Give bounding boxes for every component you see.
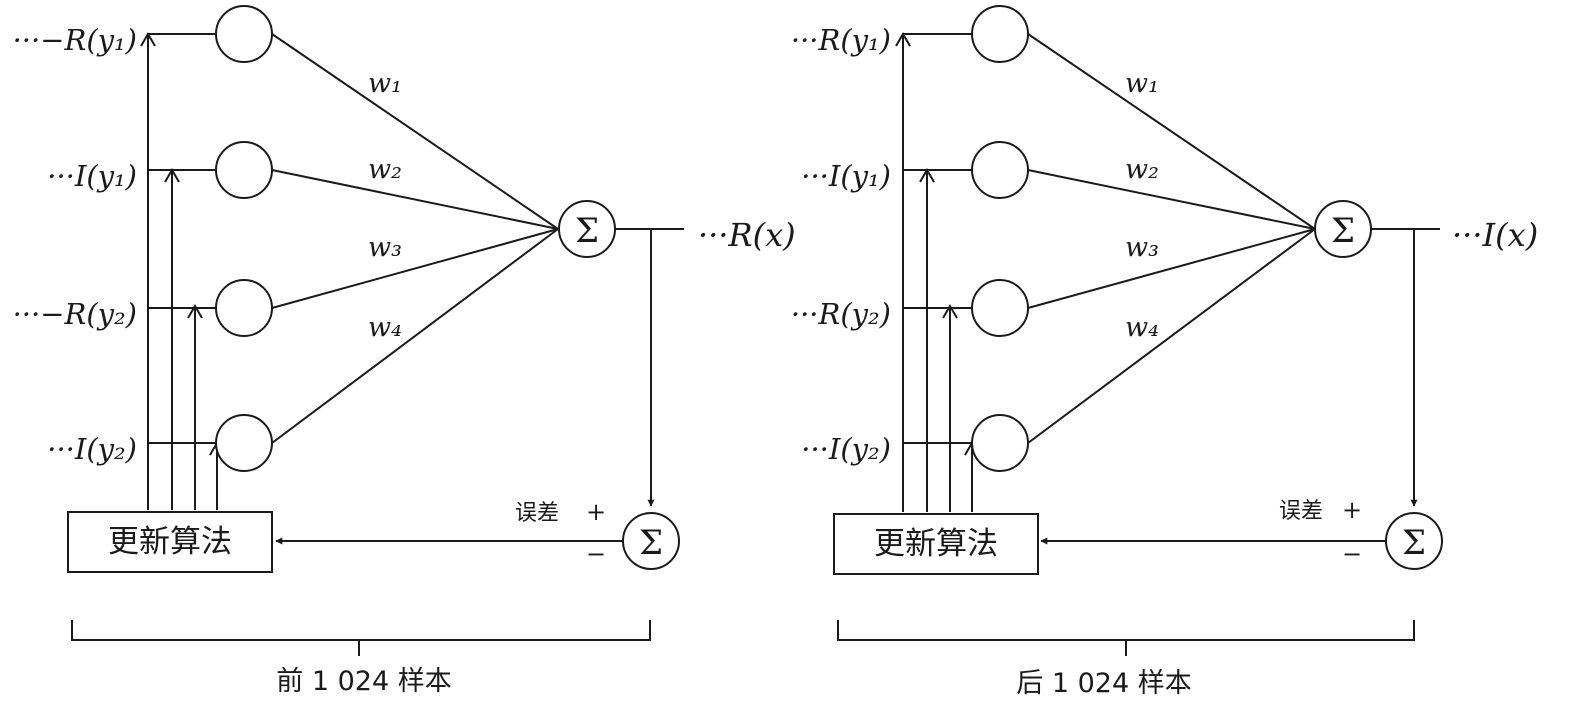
minus-sign: − xyxy=(586,540,606,568)
sum-node-symbol: Σ xyxy=(1331,211,1355,251)
weight-line-2 xyxy=(271,169,559,230)
input-label-4: ···I(y₂) xyxy=(47,432,137,466)
plus-sign: + xyxy=(586,498,606,526)
error-sum-symbol: Σ xyxy=(639,523,663,563)
bottom-brace xyxy=(71,620,651,656)
input-label-2: ···I(y₁) xyxy=(801,159,891,193)
weight-label-4: w₄ xyxy=(1125,312,1159,343)
update-algorithm-label: 更新算法 xyxy=(108,524,232,560)
input-node-2 xyxy=(215,141,273,199)
error-label: 误差 xyxy=(1279,499,1323,524)
output-label: ···R(x) xyxy=(698,216,796,254)
weight-line-3 xyxy=(271,228,559,309)
weight-line-4 xyxy=(271,228,559,444)
input-label-3: ···R(y₂) xyxy=(791,297,891,331)
error-label: 误差 xyxy=(515,501,559,526)
weight-label-1: w₁ xyxy=(1125,68,1159,99)
input-node-3 xyxy=(971,279,1029,337)
update-algorithm-box xyxy=(833,513,1039,575)
weight-label-2: w₂ xyxy=(1125,154,1159,185)
panel-caption: 后 1 024 样本 xyxy=(1016,668,1191,699)
panel-left: Σ ···R(x) Σ 误差 + − 更新算法 ···−R(y₁) ···I(y… xyxy=(13,5,796,697)
weight-line-2 xyxy=(1027,169,1316,230)
weight-line-1 xyxy=(1027,33,1316,230)
weight-line-1 xyxy=(271,33,559,230)
weight-label-1: w₁ xyxy=(368,68,402,99)
panel-caption: 前 1 024 样本 xyxy=(276,666,451,697)
feedback-arrow-3 xyxy=(187,304,203,319)
weight-label-3: w₃ xyxy=(368,232,402,263)
input-label-4: ···I(y₂) xyxy=(801,432,891,466)
input-label-2: ···I(y₁) xyxy=(47,159,137,193)
weight-label-3: w₃ xyxy=(1125,232,1159,263)
plus-sign: + xyxy=(1342,496,1362,524)
weight-line-4 xyxy=(1027,228,1316,444)
input-node-3 xyxy=(215,279,273,337)
input-node-4 xyxy=(971,414,1029,472)
update-algorithm-box xyxy=(67,511,273,573)
weight-label-4: w₄ xyxy=(368,312,402,343)
output-label: ···I(x) xyxy=(1452,216,1538,254)
minus-sign: − xyxy=(1342,540,1362,568)
input-label-1: ···R(y₁) xyxy=(791,23,891,57)
weight-line-3 xyxy=(1027,228,1316,309)
input-label-3: ···−R(y₂) xyxy=(13,297,137,331)
sum-node-symbol: Σ xyxy=(575,211,599,251)
bottom-brace xyxy=(837,620,1415,656)
input-node-1 xyxy=(971,5,1029,63)
input-node-4 xyxy=(215,414,273,472)
error-sum-symbol: Σ xyxy=(1402,523,1426,563)
panel-right: Σ ···I(x) Σ 误差 + − 更新算法 ···R(y₁) ···I(y₁… xyxy=(791,5,1538,699)
input-node-1 xyxy=(215,5,273,63)
weight-label-2: w₂ xyxy=(368,154,402,185)
update-algorithm-label: 更新算法 xyxy=(874,526,998,562)
input-node-2 xyxy=(971,141,1029,199)
feedback-arrow-3 xyxy=(942,304,958,319)
input-label-1: ···−R(y₁) xyxy=(13,23,137,57)
